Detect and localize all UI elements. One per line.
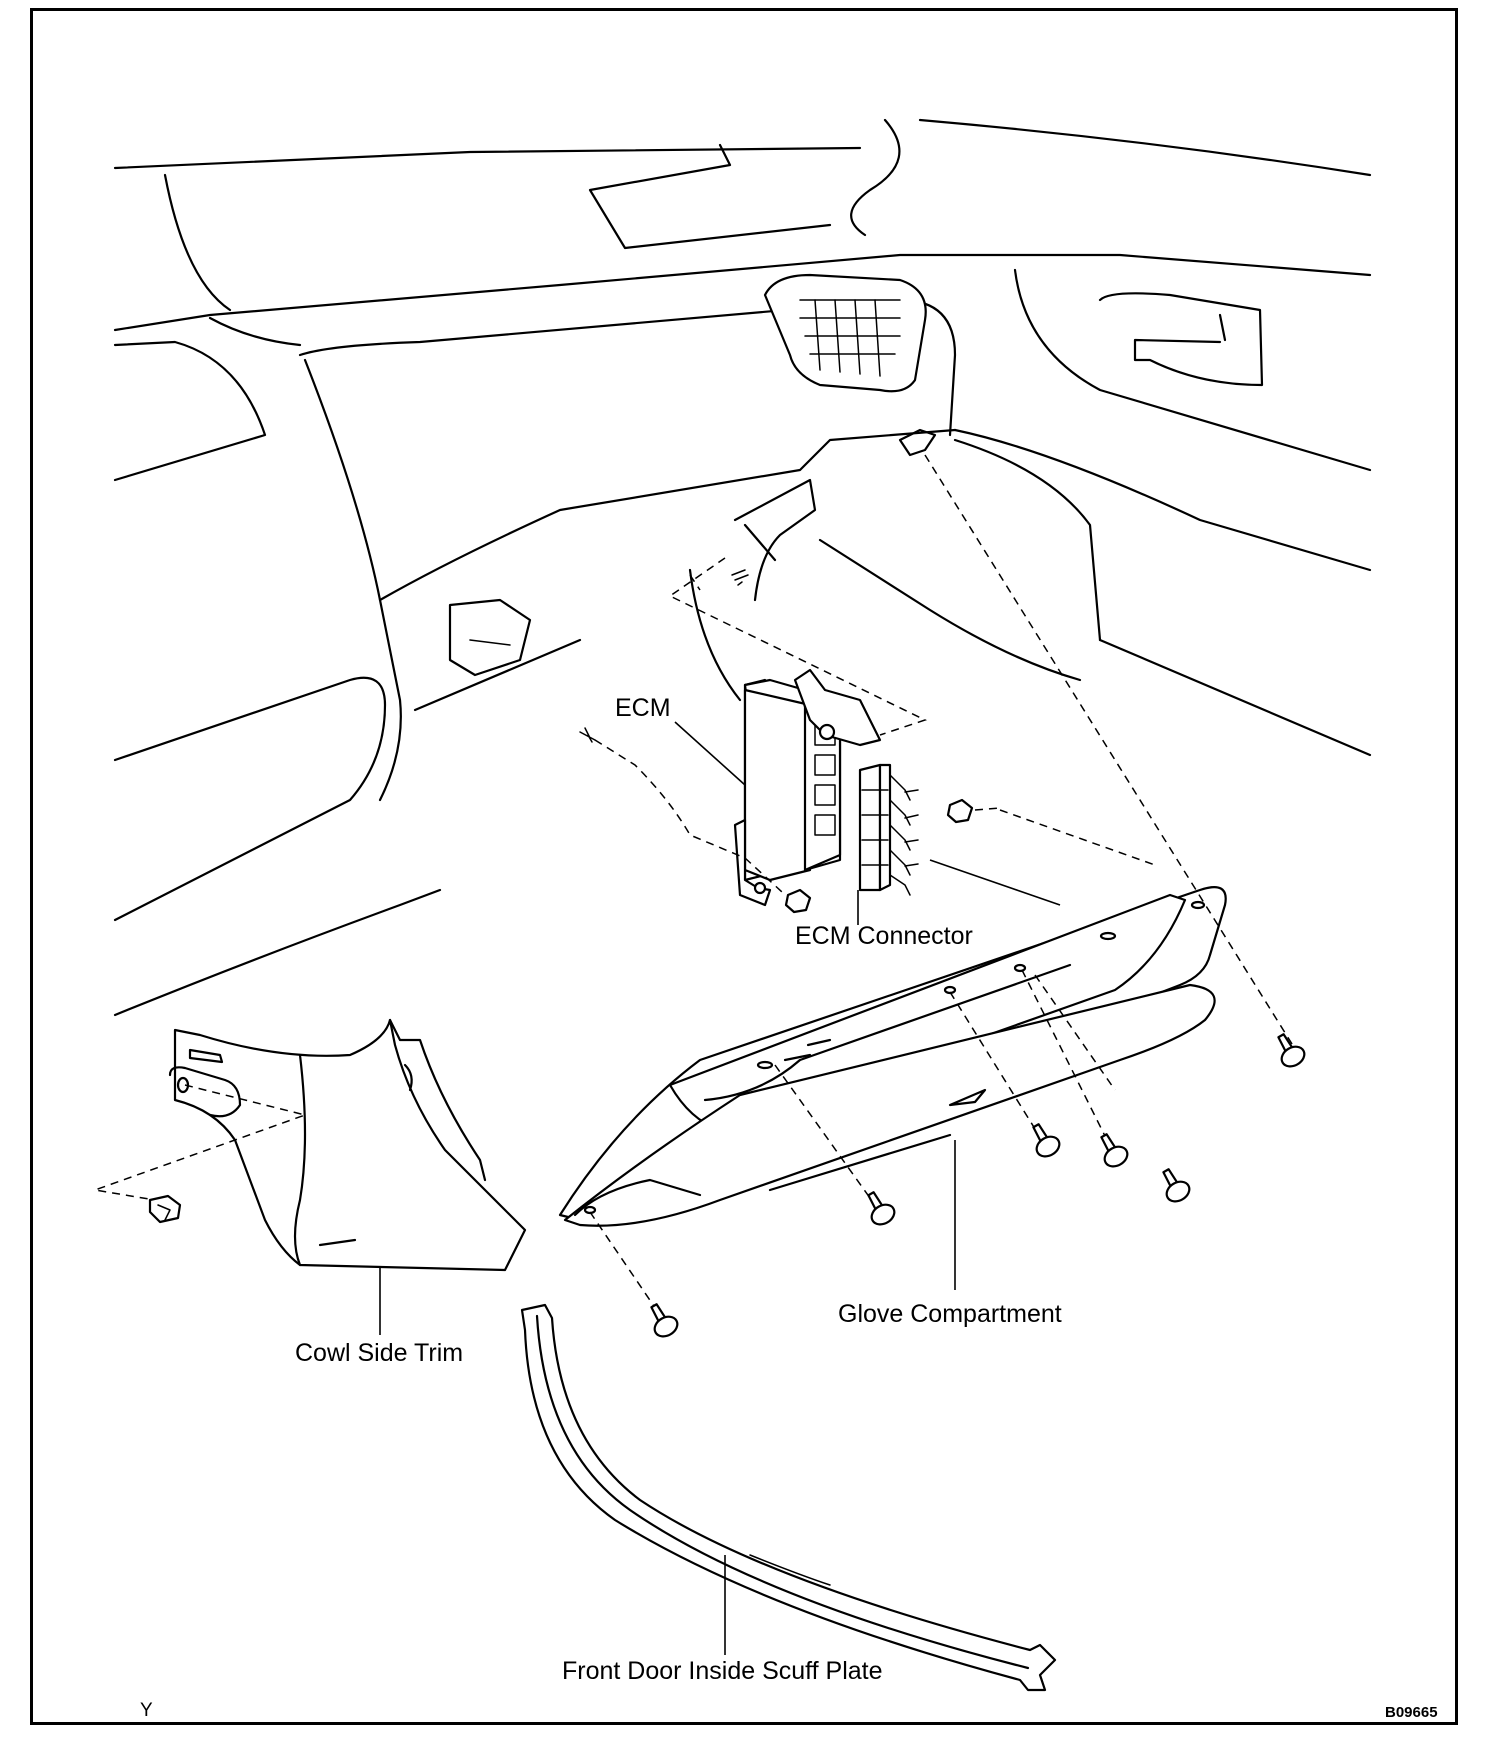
figure-frame xyxy=(30,8,1458,1725)
nut-icon xyxy=(946,798,974,824)
cowl-side-trim xyxy=(92,1018,527,1272)
figure-code: B09665 xyxy=(1385,1704,1438,1721)
label-cowl-side-trim: Cowl Side Trim xyxy=(295,1339,464,1367)
screws xyxy=(650,1033,1306,1338)
glove-compartment xyxy=(558,886,1227,1227)
leader-lines xyxy=(379,721,1061,1655)
clip-icon xyxy=(148,1194,182,1224)
ecm-module xyxy=(579,557,1001,914)
nut-icon xyxy=(784,888,812,914)
label-front-door-inside-scuff-plate: Front Door Inside Scuff Plate xyxy=(562,1657,883,1685)
fastener-guides xyxy=(589,454,1303,1316)
front-door-inside-scuff-plate xyxy=(520,1303,1057,1692)
label-ecm-connector: ECM Connector xyxy=(795,922,973,950)
corner-mark-y: Y xyxy=(140,1700,153,1721)
label-glove-compartment: Glove Compartment xyxy=(838,1300,1062,1328)
label-ecm: ECM xyxy=(615,694,671,722)
dashboard xyxy=(113,118,1372,1017)
